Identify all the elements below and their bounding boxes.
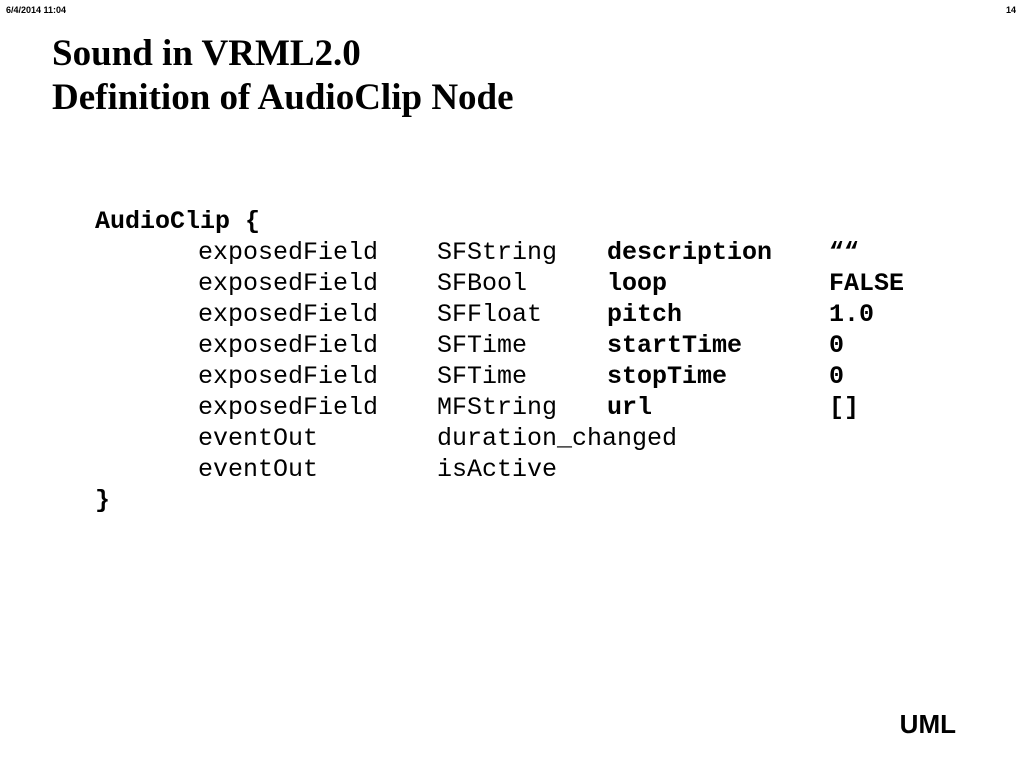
field-kind: exposedField — [198, 300, 379, 329]
slide-title-line-1: Sound in VRML2.0 — [52, 33, 361, 74]
code-field-row: exposedField SFTime startTime 0 — [95, 330, 844, 361]
code-block: AudioClip { exposedField SFString descri… — [95, 206, 904, 516]
slide-title: Sound in VRML2.0 Definition of AudioClip… — [52, 32, 514, 120]
field-name: loop — [607, 269, 668, 298]
field-name: stopTime — [607, 362, 728, 391]
field-default: [] — [829, 393, 860, 422]
field-kind: exposedField — [198, 269, 379, 298]
field-type: SFTime — [437, 362, 528, 391]
field-name: description — [607, 238, 773, 267]
field-name: pitch — [607, 300, 683, 329]
field-kind: exposedField — [198, 362, 379, 391]
code-field-row: exposedField SFFloat pitch 1.0 — [95, 299, 874, 330]
field-type: SFTime — [437, 331, 528, 360]
event-name: duration_changed — [437, 424, 678, 453]
code-field-row: exposedField MFString url [] — [95, 392, 859, 423]
slide-date: 6/4/2014 11:04 — [6, 5, 67, 15]
field-type: SFString — [437, 238, 558, 267]
field-kind: exposedField — [198, 238, 379, 267]
event-kind: eventOut — [198, 424, 319, 453]
footer-label: UML — [899, 709, 956, 739]
code-event-row: eventOut duration_changed — [95, 423, 677, 454]
field-default: 0 — [829, 362, 845, 391]
field-name: startTime — [607, 331, 743, 360]
field-kind: exposedField — [198, 331, 379, 360]
slide-page-number: 14 — [1005, 5, 1016, 15]
field-kind: exposedField — [198, 393, 379, 422]
event-name: isActive — [437, 455, 558, 484]
field-name: url — [607, 393, 653, 422]
code-field-row: exposedField SFBool loop FALSE — [95, 268, 904, 299]
code-close-line: } — [95, 486, 111, 515]
slide-title-line-2: Definition of AudioClip Node — [52, 77, 514, 118]
field-type: SFBool — [437, 269, 528, 298]
field-default: FALSE — [829, 269, 905, 298]
field-type: MFString — [437, 393, 558, 422]
field-default: 1.0 — [829, 300, 875, 329]
event-kind: eventOut — [198, 455, 319, 484]
field-default: ““ — [829, 238, 860, 267]
field-default: 0 — [829, 331, 845, 360]
code-event-row: eventOut isActive — [95, 454, 557, 485]
code-open-line: AudioClip { — [95, 207, 261, 236]
field-type: SFFloat — [437, 300, 543, 329]
code-field-row: exposedField SFTime stopTime 0 — [95, 361, 844, 392]
code-field-row: exposedField SFString description ““ — [95, 237, 859, 268]
